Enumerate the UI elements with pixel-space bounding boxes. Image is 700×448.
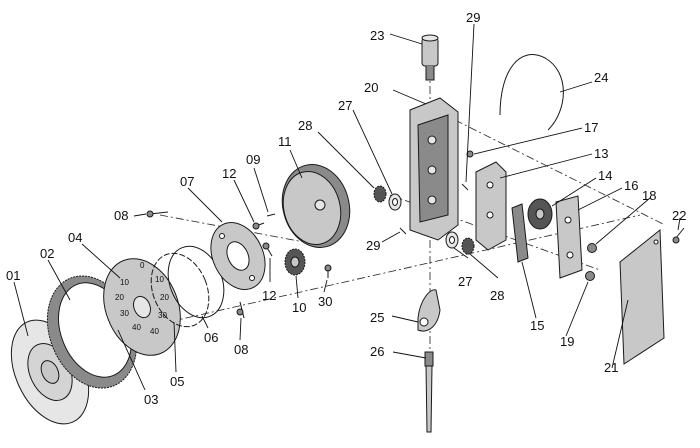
part-30-screw [324, 264, 332, 278]
label-17: 17 [584, 120, 598, 135]
label-19: 19 [560, 334, 574, 349]
label-03: 03 [144, 392, 158, 407]
dial-number: 40 [150, 327, 159, 336]
label-24: 24 [594, 70, 608, 85]
label-05: 05 [170, 374, 184, 389]
part-24-wire-clip [499, 54, 564, 131]
label-28b: 28 [490, 288, 504, 303]
part-28-bushing-a [373, 185, 387, 203]
part-16-bracket [555, 195, 583, 279]
label-01: 01 [6, 268, 20, 283]
label-11: 11 [278, 134, 292, 149]
label-12b: 12 [262, 288, 276, 303]
leader-lines [13, 23, 681, 391]
dial-number: 30 [158, 311, 167, 320]
label-02: 02 [40, 246, 54, 261]
label-26: 26 [370, 344, 384, 359]
label-08b: 08 [234, 342, 248, 357]
label-14: 14 [598, 168, 612, 183]
label-29a: 29 [466, 10, 480, 25]
label-07: 07 [180, 174, 194, 189]
label-22: 22 [672, 208, 686, 223]
label-13: 13 [594, 146, 608, 161]
part-09-set-screw [266, 213, 276, 217]
callout-labels: 01 02 03 04 05 06 07 08 08 09 10 11 12 1… [6, 10, 686, 407]
dial-number: 0 [140, 261, 145, 270]
part-12-screw-b [262, 242, 273, 257]
part-08-screw-b [236, 301, 245, 319]
part-19-nut [585, 271, 595, 281]
label-16: 16 [624, 178, 638, 193]
dial-number: 30 [120, 309, 129, 318]
part-26-shaft [424, 351, 434, 433]
part-20-main-body [409, 97, 459, 241]
part-28-bushing-b [461, 237, 475, 255]
part-12-screw-a [252, 222, 265, 230]
label-06: 06 [204, 330, 218, 345]
label-27b: 27 [458, 274, 472, 289]
part-05-wave-washer [150, 252, 210, 328]
part-13-linkage-plate [475, 161, 507, 251]
dial-number: 10 [155, 275, 164, 284]
dial-number: 10 [120, 278, 129, 287]
part-22-screw [672, 227, 685, 244]
part-21-side-cover [619, 228, 665, 365]
part-18-nut [587, 243, 597, 253]
dial-number: 20 [115, 293, 124, 302]
part-29-pin-a [461, 183, 469, 191]
label-28a: 28 [298, 118, 312, 133]
part-15-lever [511, 203, 529, 263]
label-21: 21 [604, 360, 618, 375]
label-30: 30 [318, 294, 332, 309]
label-20: 20 [364, 80, 378, 95]
label-04: 04 [68, 230, 82, 245]
part-25-cam-lever [417, 289, 441, 332]
label-09: 09 [246, 152, 260, 167]
label-12a: 12 [222, 166, 236, 181]
part-08-screw-a [146, 210, 169, 218]
label-29b: 29 [366, 238, 380, 253]
part-11-housing [281, 164, 351, 248]
label-18: 18 [642, 188, 656, 203]
label-23: 23 [370, 28, 384, 43]
part-27-washer-b [445, 231, 459, 249]
part-04-dial-face: 10 20 30 40 0 10 20 30 40 [103, 258, 181, 356]
label-08a: 08 [114, 208, 128, 223]
part-23-stem [421, 34, 439, 81]
label-25: 25 [370, 310, 384, 325]
label-10: 10 [292, 300, 306, 315]
label-15: 15 [530, 318, 544, 333]
part-14-wheel [527, 198, 553, 230]
part-07-mounting-plate [210, 222, 266, 290]
label-27a: 27 [338, 98, 352, 113]
part-27-washer-a [388, 193, 402, 211]
part-10-gear [284, 248, 306, 276]
dial-number: 20 [160, 293, 169, 302]
dial-number: 40 [132, 323, 141, 332]
part-29-pin-b [399, 227, 407, 235]
